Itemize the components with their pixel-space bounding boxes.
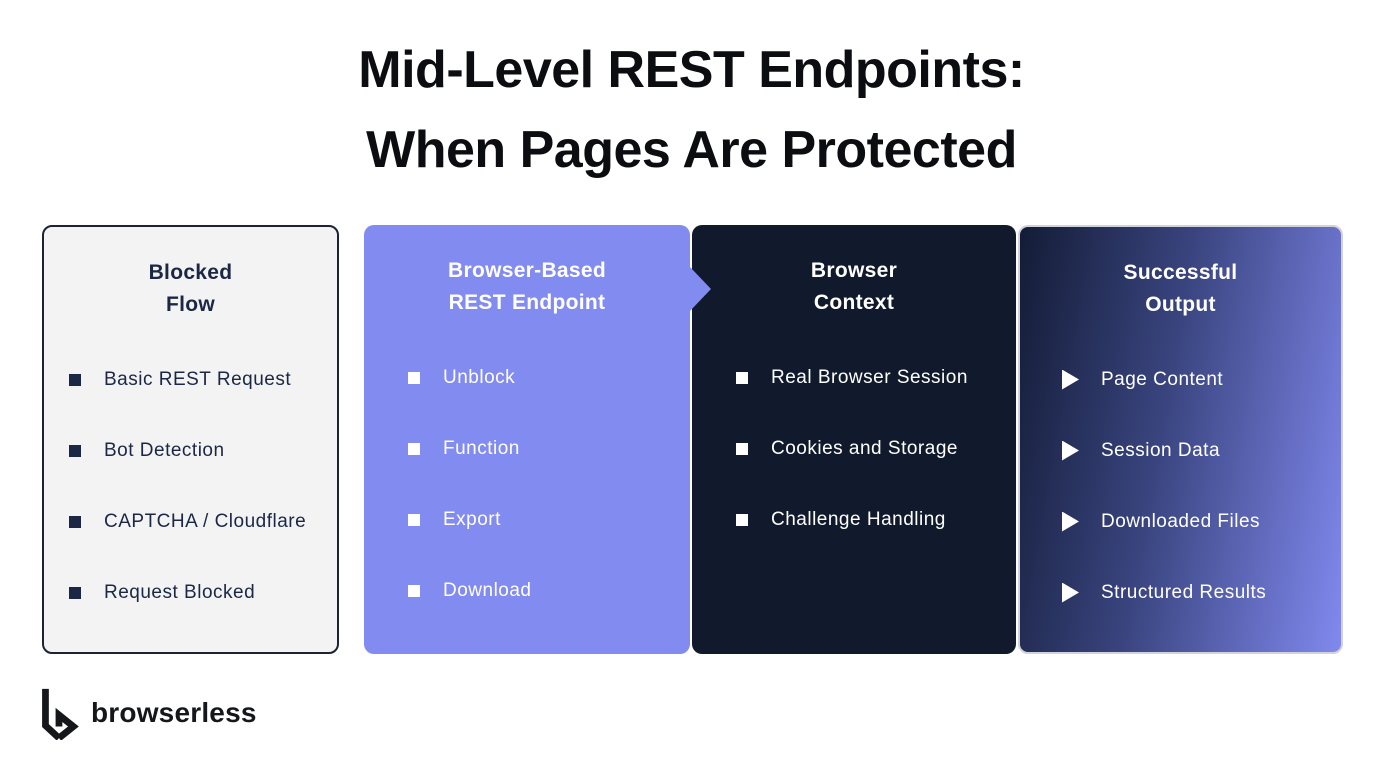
page-title-line2: When Pages Are Protected	[366, 121, 1017, 179]
square-bullet-icon	[408, 371, 420, 384]
square-bullet-icon	[69, 444, 81, 457]
panel-browser-context-title: Browser Context	[692, 255, 1016, 319]
square-bullet-icon	[69, 515, 81, 528]
panel-title-line1: Browser	[810, 259, 898, 282]
list-item-label: Cookies and Storage	[771, 437, 958, 459]
square-bullet-icon	[408, 513, 420, 526]
square-bullet-icon	[736, 371, 748, 384]
list-item: Bot Detection	[44, 437, 337, 464]
triangle-bullet-icon	[1062, 511, 1079, 532]
list-item-label: Request Blocked	[104, 581, 256, 603]
square-bullet-icon	[69, 586, 81, 599]
page-title: Mid-Level REST Endpoints: When Pages Are…	[0, 30, 1383, 190]
square-bullet-icon	[408, 584, 420, 597]
square-bullet-icon	[736, 442, 748, 455]
list-item-label: Basic REST Request	[104, 368, 292, 390]
list-item: Request Blocked	[44, 579, 337, 606]
panel-browser-based-rest-endpoint-title: Browser-Based REST Endpoint	[364, 255, 690, 319]
panel-title-line1: Browser-Based	[448, 259, 606, 282]
list-item: Challenge Handling	[692, 506, 1016, 533]
panel-title-line1: Successful	[1123, 261, 1238, 284]
list-item-label: Download	[443, 579, 532, 601]
list-item: Structured Results	[1020, 579, 1341, 606]
list-item-label: Real Browser Session	[771, 366, 968, 388]
panel-successful-output-title: Successful Output	[1020, 257, 1341, 321]
list-item: Real Browser Session	[692, 364, 1016, 391]
list-item-label: Session Data	[1101, 439, 1221, 461]
list-item: Export	[364, 506, 690, 533]
list-item-label: CAPTCHA / Cloudflare	[104, 510, 307, 532]
list-item-label: Bot Detection	[104, 439, 225, 461]
browserless-logo: browserless	[35, 686, 257, 740]
list-item: Unblock	[364, 364, 690, 391]
list-item: CAPTCHA / Cloudflare	[44, 508, 337, 535]
list-item-label: Export	[443, 508, 501, 530]
square-bullet-icon	[69, 373, 81, 386]
list-item-label: Function	[443, 437, 520, 459]
list-item-label: Challenge Handling	[771, 508, 946, 530]
panel-title-line2: Output	[1145, 293, 1216, 316]
panel-title-line1: Blocked	[148, 261, 233, 284]
triangle-bullet-icon	[1062, 440, 1079, 461]
panel-title-line2: Context	[813, 291, 895, 314]
list-item: Session Data	[1020, 437, 1341, 464]
list-item: Page Content	[1020, 366, 1341, 393]
panel-title-line2: REST Endpoint	[448, 291, 606, 314]
square-bullet-icon	[736, 513, 748, 526]
page-title-line1: Mid-Level REST Endpoints:	[358, 41, 1025, 99]
list-item-label: Structured Results	[1101, 581, 1267, 603]
triangle-bullet-icon	[1062, 582, 1079, 603]
list-item: Cookies and Storage	[692, 435, 1016, 462]
list-item: Basic REST Request	[44, 366, 337, 393]
list-item-label: Unblock	[443, 366, 516, 388]
list-item: Function	[364, 435, 690, 462]
square-bullet-icon	[408, 442, 420, 455]
panel-title-line2: Flow	[165, 293, 216, 316]
list-item: Download	[364, 577, 690, 604]
panel-blocked-flow-title: Blocked Flow	[44, 257, 337, 321]
list-item-label: Page Content	[1101, 368, 1224, 390]
triangle-bullet-icon	[1062, 369, 1079, 390]
browserless-logo-icon	[42, 688, 79, 740]
browserless-logo-text: browserless	[91, 697, 257, 728]
list-item-label: Downloaded Files	[1101, 510, 1261, 532]
list-item: Downloaded Files	[1020, 508, 1341, 535]
